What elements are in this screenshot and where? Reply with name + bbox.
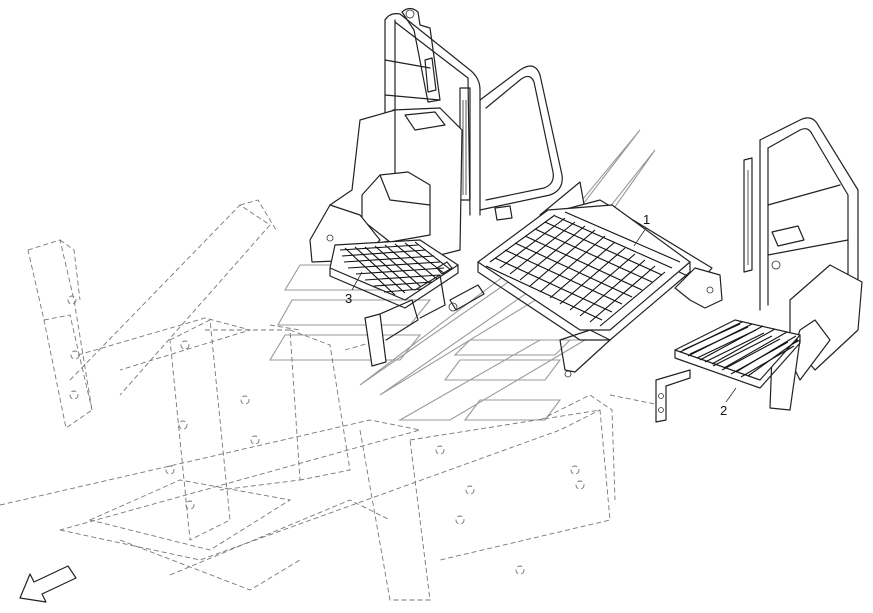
platform-1-grating [485, 211, 681, 327]
part-2-step-assembly [655, 117, 863, 423]
callout-part-2: 2 [720, 403, 727, 418]
arrow-down-left-icon [19, 565, 77, 603]
callout-part-3: 3 [345, 291, 352, 306]
step-3-grating [339, 241, 452, 296]
callout-part-1: 1 [643, 212, 650, 227]
step-2-grating [679, 321, 799, 378]
base-frame-ghost [0, 199, 661, 601]
part-3-step-assembly [309, 7, 563, 367]
part-1-platform [477, 181, 723, 378]
leader-lines [351, 227, 737, 403]
